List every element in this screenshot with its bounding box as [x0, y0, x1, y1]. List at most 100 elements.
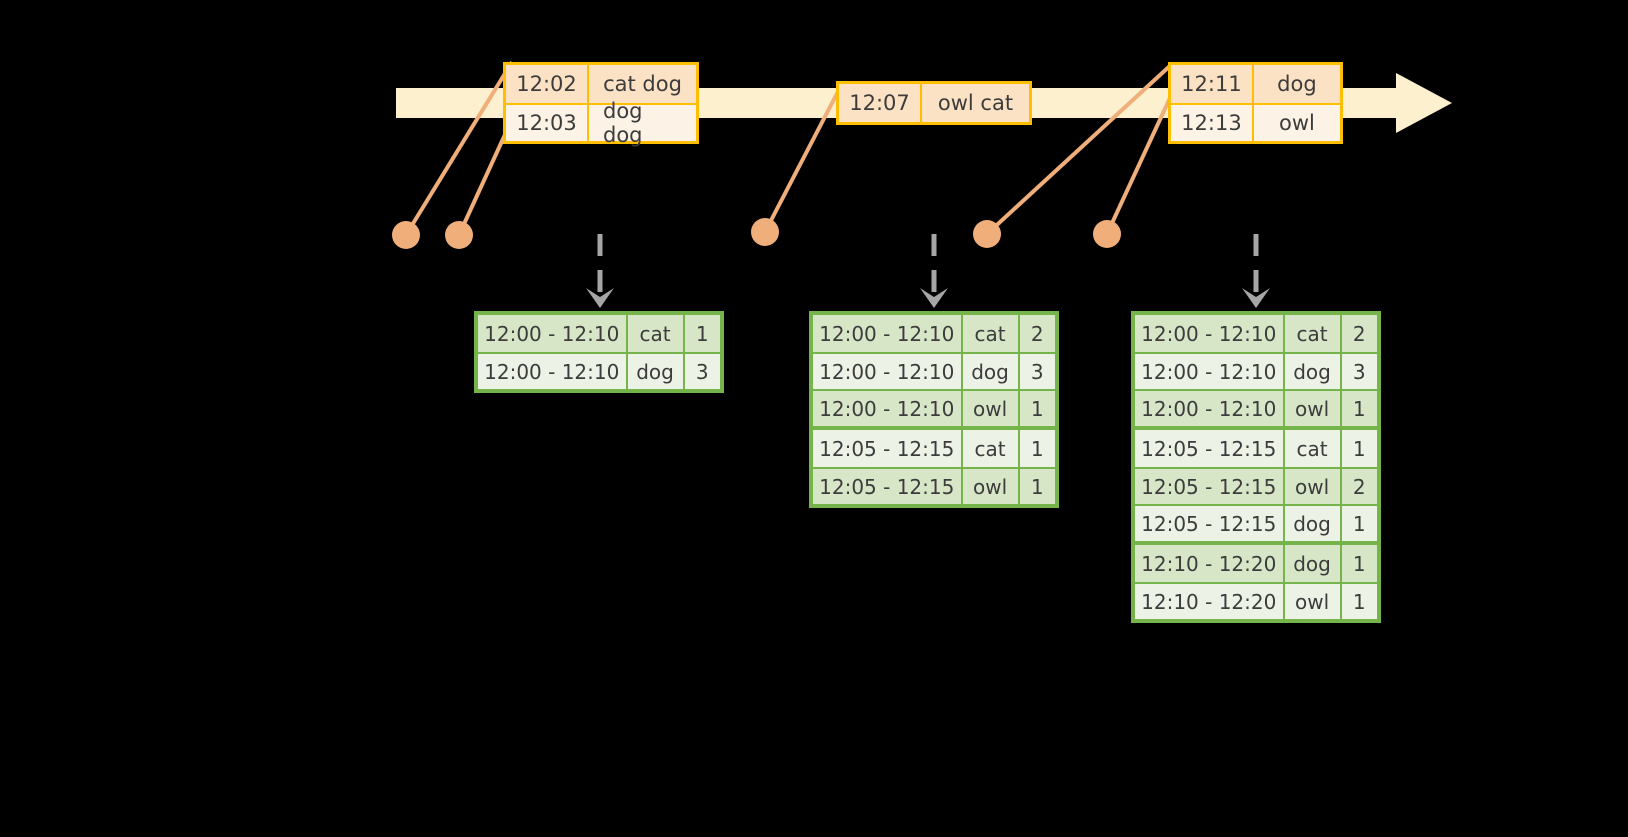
result-key: owl [1284, 391, 1342, 426]
result-window: 12:00 - 12:10 [813, 391, 963, 426]
result-window: 12:05 - 12:15 [1135, 469, 1285, 504]
result-window: 12:00 - 12:10 [813, 354, 963, 389]
result-window: 12:10 - 12:20 [1135, 584, 1285, 619]
result-count: 1 [1019, 469, 1055, 504]
connector-dot-icon [973, 220, 1001, 248]
event-time: 12:02 [506, 65, 589, 103]
result-count: 3 [684, 354, 720, 389]
result-window: 12:05 - 12:15 [1135, 430, 1285, 467]
result-count: 3 [1341, 354, 1377, 389]
result-window: 12:00 - 12:10 [478, 315, 628, 352]
result-key: dog [1284, 506, 1342, 541]
result-window: 12:00 - 12:10 [478, 354, 628, 389]
result-count: 1 [1019, 430, 1055, 467]
down-arrow-head-icon [586, 288, 614, 308]
event-time: 12:07 [839, 84, 922, 122]
result-key: dog [1284, 354, 1342, 389]
connector-dot-icon [392, 221, 420, 249]
result-window: 12:00 - 12:10 [1135, 354, 1285, 389]
result-key: cat [1284, 315, 1342, 352]
timeline-arrowhead-icon [1396, 73, 1452, 133]
event-payload: owl cat [921, 84, 1029, 122]
event-time: 12:13 [1171, 105, 1254, 141]
result-key: cat [1284, 430, 1342, 467]
down-arrow-head-icon [920, 288, 948, 308]
event-payload: cat dog [588, 65, 696, 103]
result-count: 1 [1341, 506, 1377, 541]
event-payload: dog dog [588, 99, 696, 147]
result-window: 12:00 - 12:10 [813, 315, 963, 352]
result-count: 1 [1341, 545, 1377, 582]
result-count: 1 [1341, 584, 1377, 619]
result-window: 12:05 - 12:15 [813, 430, 963, 467]
event-time: 12:11 [1171, 65, 1254, 103]
result-key: dog [962, 354, 1020, 389]
result-key: dog [1284, 545, 1342, 582]
connector-dot-icon [445, 221, 473, 249]
result-window: 12:05 - 12:15 [1135, 506, 1285, 541]
result-window: 12:05 - 12:15 [813, 469, 963, 504]
result-count: 2 [1341, 469, 1377, 504]
connector-dot-icon [1093, 220, 1121, 248]
result-key: cat [627, 315, 685, 352]
result-key: owl [962, 391, 1020, 426]
result-window: 12:00 - 12:10 [1135, 315, 1285, 352]
down-arrow-head-icon [1242, 288, 1270, 308]
result-count: 1 [1341, 430, 1377, 467]
result-window: 12:00 - 12:10 [1135, 391, 1285, 426]
event-payload: owl [1253, 105, 1340, 141]
down-arrows [586, 234, 1270, 308]
result-key: owl [1284, 469, 1342, 504]
result-count: 1 [1019, 391, 1055, 426]
connector-dot-icon [751, 218, 779, 246]
result-key: cat [962, 430, 1020, 467]
event-payload: dog [1253, 65, 1340, 103]
result-key: cat [962, 315, 1020, 352]
result-key: owl [1284, 584, 1342, 619]
connector-line [1105, 97, 1172, 235]
result-key: owl [962, 469, 1020, 504]
result-count: 2 [1019, 315, 1055, 352]
connector-dots [392, 218, 1121, 249]
result-count: 3 [1019, 354, 1055, 389]
connector-line [457, 127, 510, 236]
result-count: 1 [1341, 391, 1377, 426]
result-window: 12:10 - 12:20 [1135, 545, 1285, 582]
result-key: dog [627, 354, 685, 389]
event-time: 12:03 [506, 105, 589, 141]
result-count: 1 [684, 315, 720, 352]
result-count: 2 [1341, 315, 1377, 352]
